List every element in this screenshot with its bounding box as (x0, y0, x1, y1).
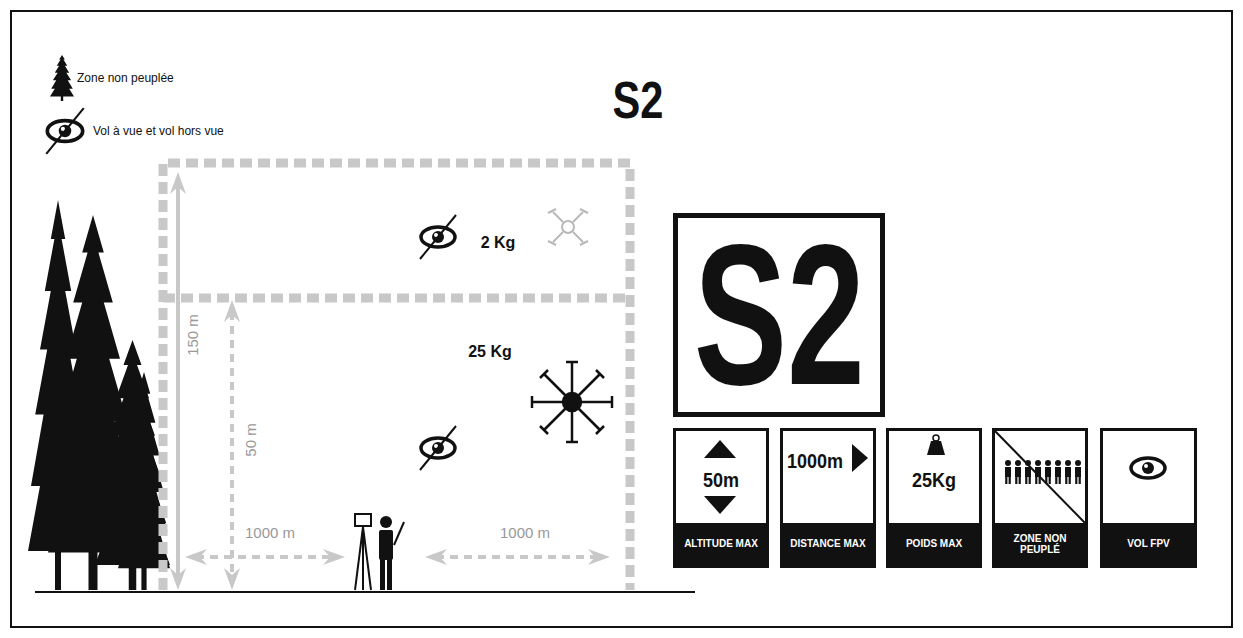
legend-text: Zone non peuplée (77, 71, 174, 85)
dimension-label: 150 m (185, 314, 202, 356)
pilot-figure (387, 558, 392, 590)
large-octocopter (596, 370, 604, 378)
distance-arrow-right (425, 549, 610, 565)
distance-max-box: 1000mDISTANCE MAX (780, 428, 876, 568)
caption-band: POIDS MAX (889, 523, 979, 565)
limit-value: 1000m (787, 450, 843, 472)
weight-label: 25 Kg (468, 343, 512, 361)
caption-band: DISTANCE MAX (783, 523, 873, 565)
tree-legend-icon (50, 55, 74, 101)
distance-arrow-left (323, 549, 345, 565)
large-octocopter (596, 426, 604, 434)
altitude-icon (704, 496, 736, 514)
weight-icon (927, 435, 945, 455)
eye-slash-icons (420, 215, 456, 259)
ground-line (35, 591, 695, 593)
caption-band: ALTITUDE MAX (676, 523, 766, 565)
large-octocopter (540, 370, 548, 378)
small-quadcopter (553, 212, 563, 222)
category-code: S2 (693, 225, 864, 405)
unpopulated-zone-box: ZONE NON PEUPLÉ (992, 428, 1088, 568)
crowd-icon (1055, 460, 1061, 484)
legend-text: Vol à vue et vol hors vue (93, 124, 224, 138)
small-quadcopter (548, 241, 556, 245)
forest-illustration (28, 200, 170, 590)
weight-icon (927, 441, 945, 455)
page-frame (11, 11, 1232, 627)
flight-envelope (163, 163, 630, 590)
crowd-icon (1075, 460, 1081, 484)
title-text: S2 (613, 74, 664, 126)
distance-arrow-right (436, 555, 599, 559)
crowd-icon (1015, 460, 1021, 484)
large-octocopter (563, 393, 581, 411)
crowd-icon (1065, 460, 1071, 484)
pilot-figure (355, 514, 371, 526)
pilot-figure (379, 530, 393, 560)
weight-icon (933, 435, 939, 441)
small-quadcopter (573, 232, 583, 242)
crowd-icon (994, 430, 1086, 524)
flight-envelope (163, 294, 630, 303)
pilot-figure (394, 522, 404, 545)
dimension-label: 50 m (243, 423, 260, 456)
dimension-label: 1000 m (245, 525, 295, 542)
altitude-arrow-150 (170, 568, 186, 590)
altitude-arrow-50 (230, 312, 234, 578)
altitude-arrow-50 (224, 300, 240, 322)
small-quadcopter (562, 221, 574, 233)
pilot-figure (380, 516, 392, 528)
caption-band: ZONE NON PEUPLÉ (995, 523, 1085, 565)
fpv-eye-icon (1131, 458, 1165, 478)
limit-value: 50m (703, 469, 739, 491)
legend-icons (46, 55, 84, 154)
distance-arrow-left (185, 549, 207, 565)
small-quadcopter (553, 232, 563, 242)
small-quadcopter (548, 209, 588, 245)
large-octocopter (566, 441, 578, 444)
altitude-arrow-150 (176, 185, 180, 578)
small-quadcopter (548, 209, 556, 213)
large-octocopter (611, 396, 614, 408)
large-octocopter (566, 361, 578, 364)
crowd-icon (1045, 460, 1051, 484)
altitude-arrow-150 (170, 172, 186, 194)
eye-slash-legend-icon (46, 108, 84, 154)
altitude-arrow-150 (170, 172, 186, 590)
weight-label: 2 Kg (481, 234, 516, 252)
pilot-figure (363, 527, 371, 590)
altitude-arrow-50 (224, 568, 240, 590)
large-octocopter (532, 362, 612, 442)
small-quadcopter (573, 212, 583, 222)
small-quadcopter (580, 209, 588, 213)
eye-slash-icons (420, 426, 456, 470)
category-box: S2 (673, 213, 885, 417)
altitude-max-box: 50mALTITUDE MAX (673, 428, 769, 568)
fpv-flight-box: VOL FPV (1100, 428, 1197, 568)
pilot-figure (355, 527, 363, 590)
crowd-icon (994, 430, 1086, 524)
altitude-icon (704, 440, 736, 458)
large-octocopter (531, 396, 534, 408)
altitude-arrow-50 (224, 300, 240, 590)
distance-icon (852, 444, 868, 472)
large-octocopter (540, 426, 548, 434)
weight-max-box: 25KgPOIDS MAX (886, 428, 982, 568)
caption-band: VOL FPV (1103, 523, 1194, 565)
limit-value: 25Kg (912, 469, 956, 491)
pilot-figure (355, 514, 404, 590)
eye-slash-icons (420, 215, 456, 470)
distance-arrow-left (196, 555, 334, 559)
distance-arrow-right (588, 549, 610, 565)
dimension-label: 1000 m (500, 525, 550, 542)
flight-envelope (163, 163, 630, 590)
crowd-icon (1005, 460, 1011, 484)
distance-arrow-left (185, 549, 345, 565)
distance-arrow-right (425, 549, 447, 565)
pilot-figure (380, 558, 385, 590)
small-quadcopter (580, 241, 588, 245)
